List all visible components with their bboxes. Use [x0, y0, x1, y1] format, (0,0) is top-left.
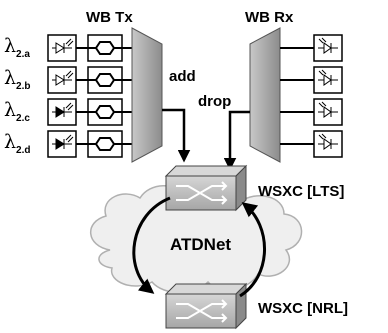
- tx-channel-row: [47, 34, 132, 62]
- photodiode-icon: [318, 37, 338, 54]
- tx-title: WB Tx: [86, 9, 133, 26]
- modulator-icon: [88, 73, 122, 87]
- ring-link-left-arrow: [132, 196, 171, 294]
- ring-link-right-arrow: [239, 202, 266, 298]
- photodiode-icon: [318, 133, 338, 150]
- lambda-symbol: λ: [4, 131, 16, 153]
- lambda-subscript: 2.a: [16, 49, 30, 60]
- lambda-symbol: λ: [4, 67, 16, 89]
- tx-channel-row: [47, 98, 132, 126]
- lambda-subscript: 2.c: [16, 113, 30, 124]
- lambda-subscript: 2.b: [16, 81, 30, 92]
- rx-channel-row: [280, 98, 343, 126]
- tx-multiplexer: [131, 27, 163, 163]
- wsxc-nrl-switch: [164, 282, 248, 330]
- lambda-symbol: λ: [4, 35, 16, 57]
- modulator-icon: [88, 41, 122, 55]
- crossconnect-icon: [176, 181, 228, 205]
- lambda-subscript: 2.d: [16, 145, 30, 156]
- photodiode-icon: [318, 101, 338, 118]
- wsxc-nrl-label: WSXC [NRL]: [258, 300, 348, 317]
- svg-text:λ2.b: λ2.b: [4, 67, 31, 92]
- network-name: ATDNet: [170, 235, 231, 254]
- rx-title: WB Rx: [245, 9, 294, 26]
- tx-channel-row: [47, 130, 132, 158]
- drop-label: drop: [198, 93, 231, 110]
- led-outline-icon: [52, 38, 74, 54]
- add-link-arrow: [162, 108, 191, 163]
- rx-channel-row: [280, 34, 343, 62]
- rx-channel-row: [280, 130, 343, 158]
- rx-demultiplexer: [249, 27, 281, 163]
- drop-link-arrow: [223, 110, 250, 171]
- wsxc-lts-label: WSXC [LTS]: [258, 183, 344, 200]
- wsxc-lts-switch: [164, 164, 248, 212]
- modulator-icon: [88, 105, 122, 119]
- led-outline-icon: [52, 70, 74, 86]
- led-filled-icon: [52, 134, 74, 150]
- svg-text:λ2.d: λ2.d: [4, 131, 31, 156]
- modulator-icon: [88, 137, 122, 151]
- crossconnect-icon: [176, 299, 228, 323]
- tx-channel-row: [47, 66, 132, 94]
- led-filled-icon: [52, 102, 74, 118]
- rx-channel-row: [280, 66, 343, 94]
- svg-text:λ2.a: λ2.a: [4, 35, 30, 60]
- svg-text:λ2.c: λ2.c: [4, 99, 30, 124]
- wavelength-labels: λ2.a λ2.b λ2.c λ2.d: [4, 35, 31, 156]
- lambda-symbol: λ: [4, 99, 16, 121]
- add-label: add: [169, 68, 196, 85]
- photodiode-icon: [318, 69, 338, 86]
